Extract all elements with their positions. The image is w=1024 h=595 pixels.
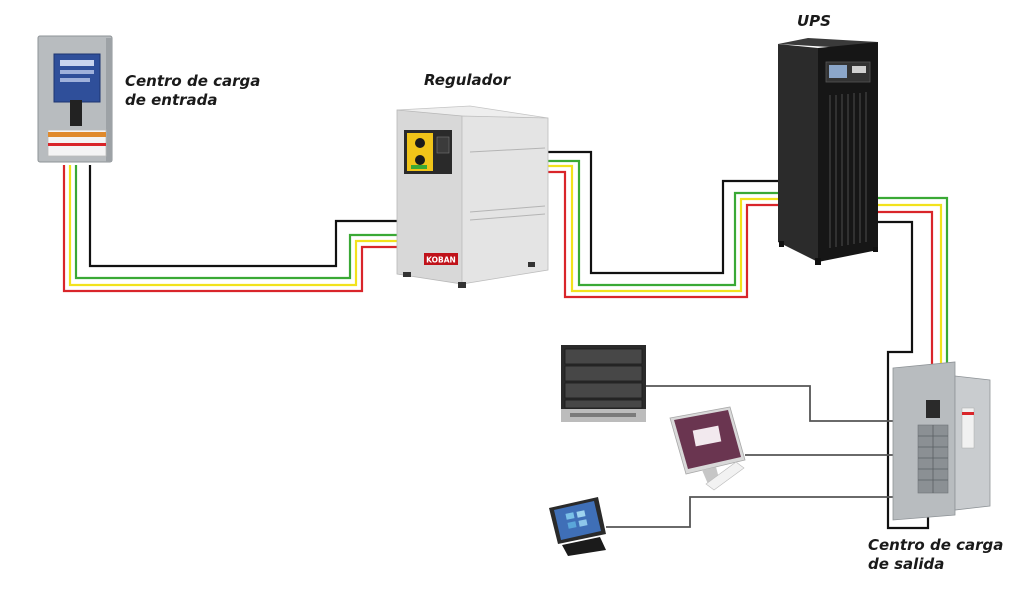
- wire-yellow-2: [540, 164, 783, 293]
- input-panel-label-text-3: [60, 78, 90, 82]
- ups-foot-1: [815, 258, 821, 265]
- ups-left-side: [778, 44, 818, 262]
- ups-logo: [852, 66, 866, 73]
- all-in-one-computer: [669, 406, 746, 491]
- regulator-label: Regulador: [424, 71, 511, 89]
- wire-red-1: [62, 165, 400, 293]
- input-panel-warning-stripe-2: [48, 143, 106, 146]
- output-load-center-label-line-1: Centro de carga: [868, 536, 1004, 554]
- server-bay-3: [564, 382, 643, 399]
- pos-tile-2: [576, 510, 586, 518]
- pos-base: [562, 537, 606, 556]
- wire-green-1: [74, 165, 400, 280]
- wires-regulador-ups: [540, 150, 783, 299]
- regulator-foot-3: [528, 262, 535, 267]
- server-bay-4: [564, 399, 643, 409]
- regulator-foot-2: [458, 282, 466, 288]
- pos-tile-1: [565, 512, 575, 520]
- regulator-side-seam-2: [469, 205, 546, 213]
- regulator-brand-plate: [424, 253, 458, 265]
- ups-foot-2: [779, 241, 784, 247]
- output-panel-door-label-stripe: [962, 412, 974, 415]
- input-panel-label-text-2: [60, 70, 94, 74]
- input-load-center-label: Centro de carga de entrada: [125, 72, 260, 110]
- wire-red-2: [540, 170, 783, 299]
- wires-salida-loads: [606, 385, 895, 528]
- regulator-foot-1: [403, 272, 411, 277]
- wire-black-1: [88, 165, 400, 268]
- input-load-center: [37, 35, 113, 163]
- wire-black-3: [876, 220, 930, 530]
- ups-display: [829, 65, 847, 78]
- voltage-regulator: KOBAN: [396, 105, 549, 288]
- input-load-center-label-line-2: de entrada: [125, 91, 218, 109]
- monitor-window: [692, 425, 722, 447]
- regulator-knob-1: [415, 138, 425, 148]
- output-panel-breaker-rows: [918, 425, 948, 493]
- pos-screen: [554, 501, 601, 540]
- regulator-side: [461, 115, 549, 285]
- output-panel-door-label: [961, 407, 975, 449]
- ups-foot-3: [873, 247, 878, 252]
- input-panel-handle: [70, 100, 82, 126]
- server-rack: [561, 345, 646, 422]
- wire-yellow-1: [68, 165, 400, 287]
- input-panel-side: [106, 38, 112, 162]
- regulator-side-seam-1: [469, 147, 546, 153]
- wire-red-3: [876, 210, 934, 385]
- regulator-display: [436, 136, 450, 154]
- pos-tile-4: [578, 519, 588, 527]
- regulator-knob-2: [415, 155, 425, 165]
- regulator-brand-text: KOBAN: [426, 256, 456, 265]
- keyboard: [705, 461, 745, 491]
- wire-black-2: [540, 150, 783, 275]
- input-panel-warning-stripe: [48, 132, 106, 137]
- output-load-center-label: Centro de carga de salida: [868, 536, 1003, 574]
- ups-vent-slots: [829, 92, 867, 248]
- ups-tower: [778, 38, 878, 265]
- wire-green-2: [540, 159, 783, 287]
- server-bezel-stripe: [570, 413, 636, 417]
- regulator-side-seam-3: [469, 213, 546, 221]
- wire-green-3: [876, 196, 949, 385]
- pos-tile-3: [567, 521, 577, 529]
- wire-server: [646, 385, 895, 422]
- pos-terminal: [549, 497, 606, 556]
- server-bay-2: [564, 365, 643, 382]
- output-load-center: [892, 361, 991, 521]
- output-load-center-label-line-2: de salida: [868, 555, 945, 573]
- ups-label: UPS: [797, 12, 831, 30]
- wires-ups-salida: [876, 196, 949, 530]
- wires-entrada-regulador: [62, 165, 400, 293]
- wire-yellow-3: [876, 203, 943, 385]
- regulator-green-light: [411, 165, 427, 169]
- output-panel-main-breaker: [926, 400, 940, 418]
- input-panel-label-text: [60, 60, 94, 66]
- input-load-center-label-line-1: Centro de carga: [125, 72, 261, 90]
- server-bay-1: [564, 348, 643, 365]
- wire-pos: [606, 496, 895, 528]
